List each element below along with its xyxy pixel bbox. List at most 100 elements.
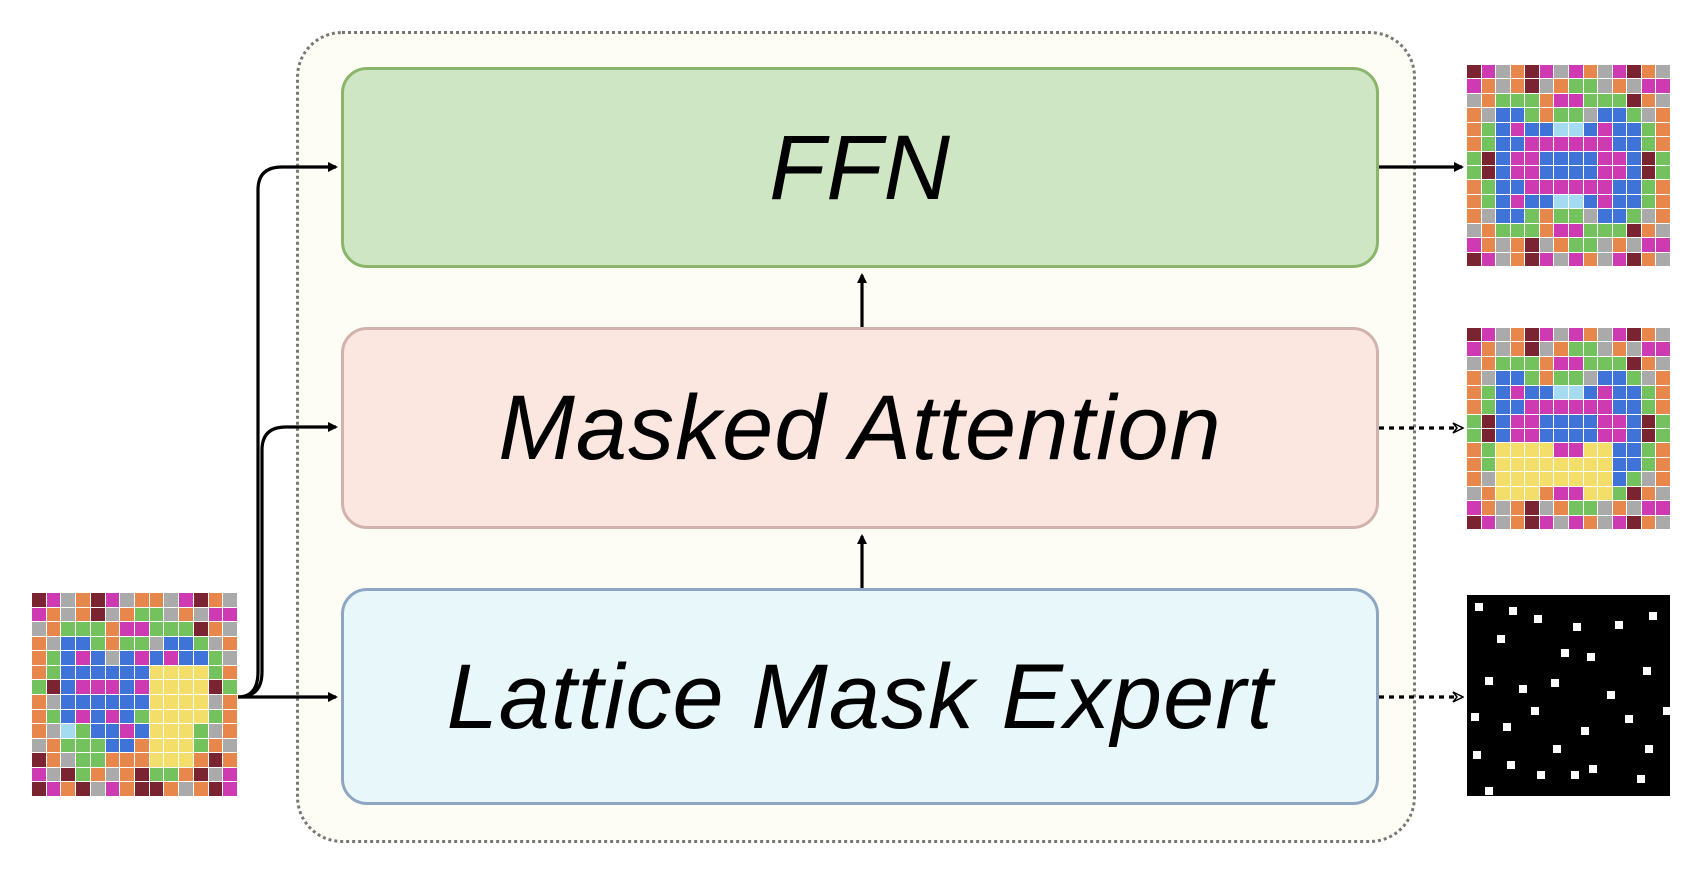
grid-cell [1481, 342, 1496, 356]
grid-cell [208, 724, 223, 738]
grid-cell [179, 622, 193, 636]
grid-cell [179, 636, 193, 651]
grid-cell [1627, 65, 1641, 79]
grid-cell [1467, 65, 1481, 79]
grid-cell [1481, 108, 1496, 122]
grid-cell [76, 636, 90, 651]
grid-cell [90, 724, 105, 738]
grid-cell [1539, 371, 1554, 385]
grid-cell [1481, 472, 1496, 486]
grid-cell [61, 753, 76, 767]
grid-cell [1539, 223, 1554, 238]
grid-cell [1481, 443, 1496, 457]
grid-cell [1583, 108, 1598, 122]
grid-cell [1467, 356, 1481, 371]
grid-cell [1525, 371, 1539, 385]
grid-cell [1656, 457, 1670, 472]
grid-cell [1656, 151, 1670, 165]
grid-cell [120, 651, 134, 665]
grid-cell [1612, 65, 1627, 79]
grid-cell [1641, 371, 1656, 385]
grid-cell [1598, 209, 1612, 223]
mask-dot [1663, 707, 1671, 715]
grid-cell [1568, 515, 1583, 529]
grid-cell [1554, 209, 1568, 223]
grid-cell [1525, 501, 1539, 515]
grid-cell [223, 636, 237, 651]
grid-cell [32, 694, 46, 709]
grid-cell [1467, 166, 1481, 180]
grid-cell [223, 607, 237, 622]
grid-cell [1627, 501, 1641, 515]
grid-cell [1539, 194, 1554, 209]
grid-cell [105, 593, 120, 607]
mask-dot [1519, 685, 1527, 693]
grid-cell [1568, 472, 1583, 486]
grid-cell [1641, 65, 1656, 79]
grid-cell [1583, 385, 1598, 400]
grid-cell [208, 767, 223, 782]
grid-cell [1467, 328, 1481, 342]
grid-cell [1583, 328, 1598, 342]
grid-cell [1496, 238, 1510, 252]
grid-cell [179, 593, 193, 607]
grid-cell [1554, 180, 1568, 194]
grid-cell [208, 622, 223, 636]
grid-cell [1656, 371, 1670, 385]
grid-cell [1539, 472, 1554, 486]
grid-cell [1656, 223, 1670, 238]
grid-cell [1627, 209, 1641, 223]
grid-cell [1656, 79, 1670, 93]
grid-cell [149, 724, 164, 738]
grid-cell [1467, 223, 1481, 238]
grid-cell [164, 694, 179, 709]
grid-cell [179, 767, 193, 782]
grid-cell [1525, 472, 1539, 486]
grid-cell [193, 782, 208, 796]
grid-cell [46, 724, 61, 738]
grid-cell [1510, 122, 1525, 137]
grid-cell [1525, 486, 1539, 501]
grid-cell [1568, 180, 1583, 194]
grid-cell [149, 665, 164, 680]
grid-cell [1627, 400, 1641, 414]
mask-dot [1589, 765, 1597, 773]
grid-cell [1525, 79, 1539, 93]
grid-cell [1496, 223, 1510, 238]
grid-cell [135, 622, 149, 636]
grid-cell [1525, 238, 1539, 252]
grid-cell [149, 651, 164, 665]
grid-cell [1583, 400, 1598, 414]
grid-cell [1496, 108, 1510, 122]
grid-cell [135, 607, 149, 622]
grid-cell [1598, 501, 1612, 515]
grid-cell [105, 767, 120, 782]
grid-cell [164, 607, 179, 622]
grid-cell [1510, 79, 1525, 93]
grid-cell [61, 782, 76, 796]
mask-dot [1645, 745, 1653, 753]
grid-cell [1554, 328, 1568, 342]
grid-cell [1598, 122, 1612, 137]
grid-cell [76, 724, 90, 738]
grid-cell [105, 622, 120, 636]
grid-cell [1496, 400, 1510, 414]
grid-cell [32, 753, 46, 767]
grid-cell [1481, 122, 1496, 137]
grid-cell [1539, 180, 1554, 194]
grid-cell [1510, 356, 1525, 371]
grid-cell [32, 636, 46, 651]
grid-cell [179, 753, 193, 767]
grid-cell [1656, 137, 1670, 151]
grid-cell [149, 593, 164, 607]
grid-cell [1627, 457, 1641, 472]
grid-cell [90, 709, 105, 724]
grid-cell [223, 593, 237, 607]
grid-cell [1641, 79, 1656, 93]
grid-cell [1612, 223, 1627, 238]
grid-cell [76, 651, 90, 665]
grid-cell [1656, 328, 1670, 342]
grid-cell [1496, 429, 1510, 443]
grid-cell [90, 767, 105, 782]
grid-cell [1612, 79, 1627, 93]
